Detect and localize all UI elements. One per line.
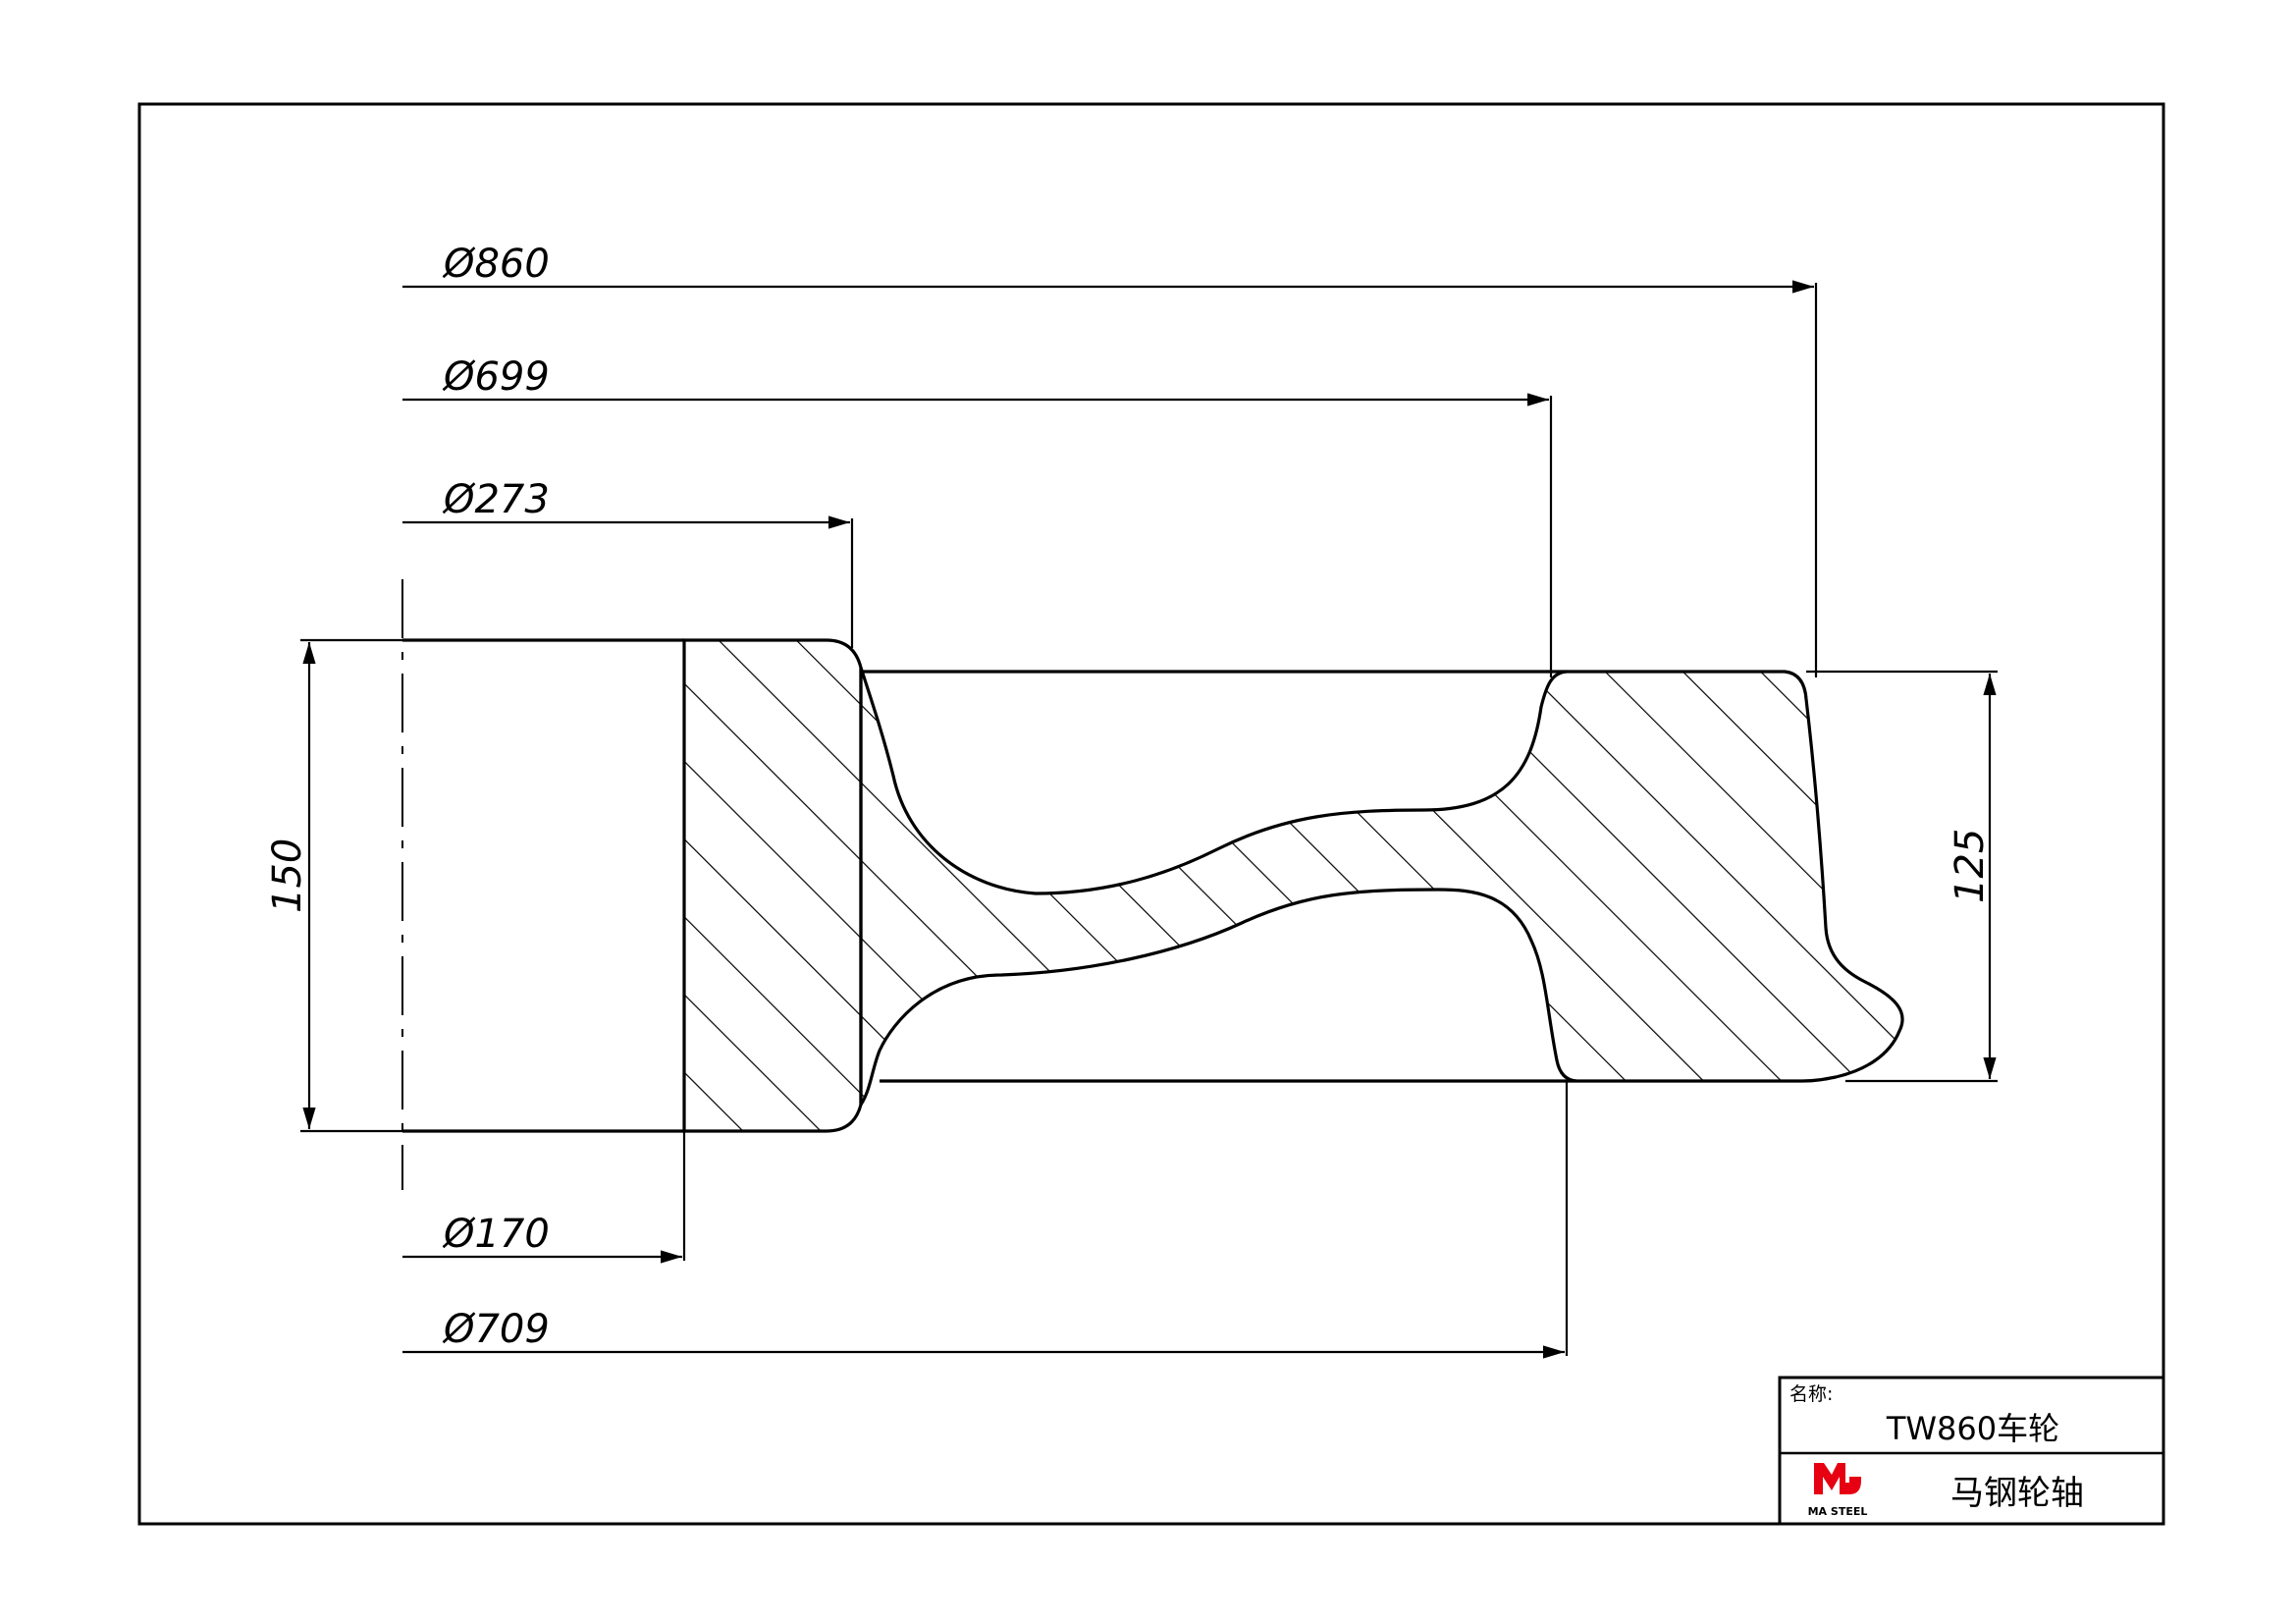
dimension-label-d273: Ø273	[442, 477, 550, 522]
web-rim-section	[859, 667, 1904, 1110]
dimension-d170: Ø170	[402, 1131, 686, 1264]
title-block: 名称: TW860车轮 MA STEEL 马钢轮轴	[1778, 1376, 2165, 1526]
dimension-label-hub-length: 150	[265, 839, 310, 913]
dimension-label-d860: Ø860	[442, 242, 550, 287]
dimension-label-rim-width: 125	[1948, 829, 1993, 903]
title-block-name-label: 名称:	[1789, 1383, 1833, 1405]
dimension-label-d699: Ø699	[442, 354, 550, 400]
mastel-logo: MA STEEL	[1808, 1463, 1868, 1518]
logo-text: MA STEEL	[1808, 1505, 1868, 1518]
dimension-label-d709: Ø709	[442, 1307, 550, 1352]
drawing-frame	[137, 102, 2165, 1526]
hub-section	[682, 638, 863, 1133]
title-block-part-name: TW860车轮	[1886, 1410, 2059, 1447]
dimension-d699: Ø699	[402, 354, 1553, 677]
dimension-d273: Ø273	[402, 477, 854, 648]
dimension-d709: Ø709	[402, 1081, 1569, 1359]
dimension-rim-width: 125	[1806, 670, 1998, 1083]
title-block-company: 马钢轮轴	[1950, 1474, 2084, 1513]
dimension-d860: Ø860	[402, 242, 1818, 677]
dimension-label-d170: Ø170	[442, 1212, 550, 1257]
dimension-hub-length: 150	[265, 638, 402, 1133]
